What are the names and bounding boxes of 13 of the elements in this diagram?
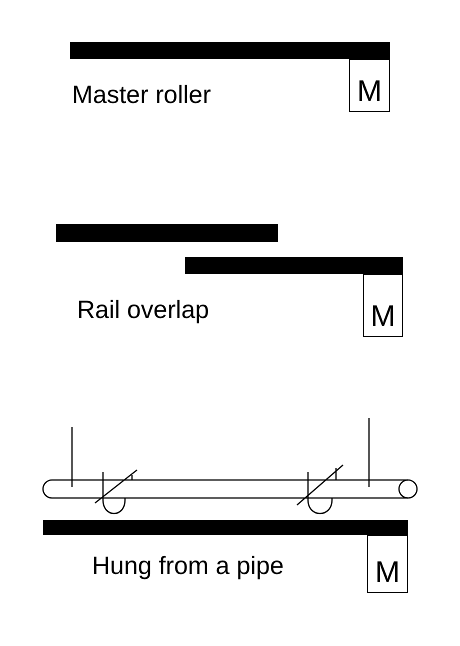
rail-bar [185, 257, 403, 274]
rail-bar [43, 520, 408, 535]
caption-text: Master roller [72, 81, 211, 109]
motor-box [363, 274, 403, 337]
motor-box [367, 535, 408, 593]
caption-text: Rail overlap [77, 296, 210, 324]
motor-label: M [375, 558, 400, 588]
rail-bar [70, 42, 390, 59]
motor-label: M [357, 77, 382, 107]
motor-box [349, 59, 390, 112]
rail-bar [56, 224, 278, 242]
motor-label: M [370, 302, 396, 332]
caption-text: Hung from a pipe [92, 552, 284, 580]
